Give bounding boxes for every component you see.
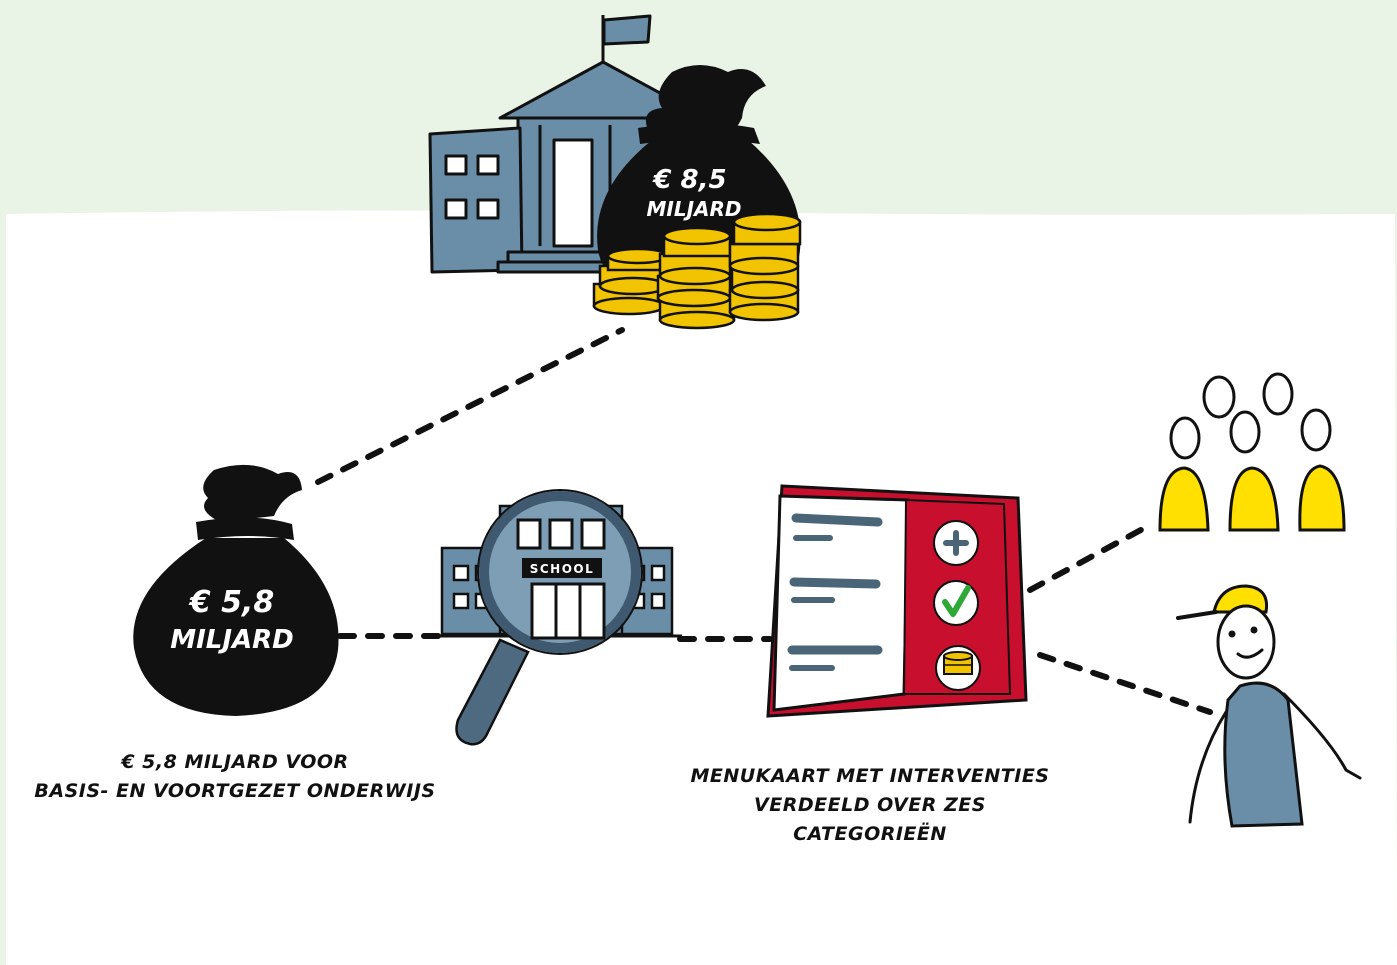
dashed-connectors <box>315 327 1213 715</box>
left-caption-line2: BASIS- EN VOORTGEZET ONDERWIJS <box>34 780 436 802</box>
school-sign <box>522 558 602 578</box>
menu-caption: MENUKAART MET INTERVENTIES VERDEELD OVER… <box>680 762 1060 849</box>
menu-caption-line2: VERDEELD OVER ZES CATEGORIEËN <box>754 794 986 845</box>
top-bag-unit: MILJARD <box>646 197 741 221</box>
money-bag-icon-left: € 5,8 MILJARD <box>133 464 339 716</box>
white-panel <box>6 210 1397 965</box>
menu-caption-line1: MENUKAART MET INTERVENTIES <box>690 765 1050 787</box>
check-icon <box>933 580 979 626</box>
menu-card-icon <box>766 484 1028 718</box>
coin-stack-icon <box>592 212 802 330</box>
connector-menu-to-students <box>1027 522 1153 593</box>
plus-icon <box>933 520 979 566</box>
connector-top-to-left-bag <box>315 327 625 485</box>
school-sign-label: SCHOOL <box>530 562 595 576</box>
students-group-icon <box>1158 372 1346 532</box>
coins-icon <box>935 645 981 691</box>
left-bag-unit: MILJARD <box>170 625 294 655</box>
magnifier-icon: SCHOOL <box>455 489 643 746</box>
left-caption: € 5,8 MILJARD VOOR BASIS- EN VOORTGEZET … <box>30 748 440 806</box>
worker-icon <box>1176 584 1362 828</box>
left-caption-line1: € 5,8 MILJARD VOOR <box>121 751 349 773</box>
connector-menu-to-worker <box>1037 652 1213 715</box>
top-bag-amount: € 8,5 <box>651 165 726 195</box>
left-bag-amount: € 5,8 <box>188 585 274 620</box>
